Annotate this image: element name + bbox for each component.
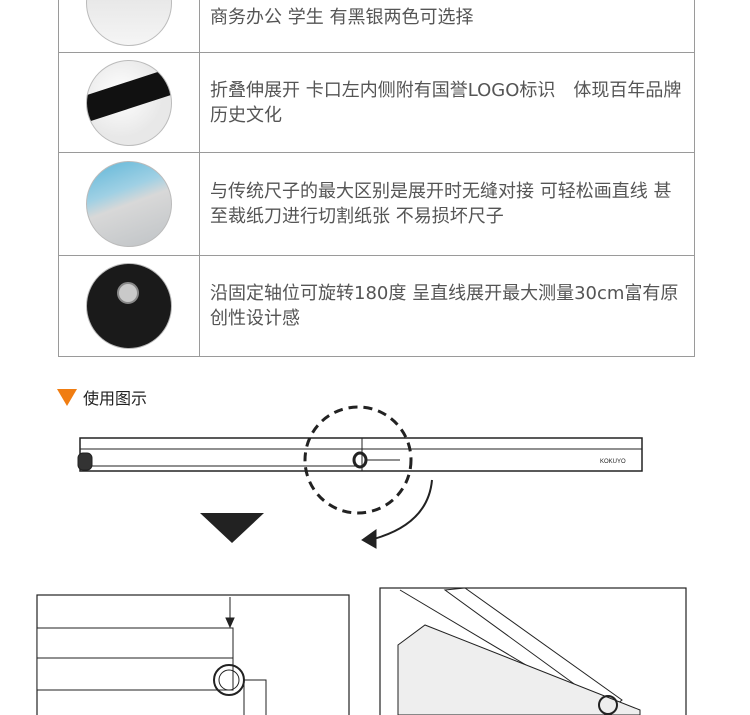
feature-row: 与传统尺子的最大区别是展开时无缝对接 可轻松画直线 甚至裁纸刀进行切割纸张 不易… — [59, 152, 694, 255]
feature-image-cell — [59, 0, 200, 52]
ruler-pivot-thumbnail — [86, 263, 172, 349]
usage-heading-label: 使用图示 — [83, 389, 148, 408]
feature-row: 折叠伸展开 卡口左内侧附有国誉LOGO标识 体现百年品牌历史文化 — [59, 52, 694, 152]
feature-text: 沿固定轴位可旋转180度 呈直线展开最大测量30cm富有原创性设计感 — [210, 283, 679, 329]
feature-row: 沿固定轴位可旋转180度 呈直线展开最大测量30cm富有原创性设计感 — [59, 255, 694, 356]
feature-text: 折叠伸展开 卡口左内侧附有国誉LOGO标识 体现百年品牌历史文化 — [210, 79, 682, 126]
feature-image-cell — [59, 153, 200, 255]
ruler-cutting-thumbnail — [86, 161, 172, 247]
detail-illustration-left — [36, 594, 350, 715]
feature-text: 商务办公 学生 有黑银两色可选择 — [210, 7, 474, 28]
triangle-icon — [57, 388, 77, 406]
feature-image-cell — [59, 53, 200, 152]
feature-image-cell — [59, 256, 200, 356]
kokuyo-logo: KOKUYO — [600, 459, 626, 465]
feature-row: 商务办公 学生 有黑银两色可选择 — [59, 0, 694, 52]
feature-text: 与传统尺子的最大区别是展开时无缝对接 可轻松画直线 甚至裁纸刀进行切割纸张 不易… — [210, 181, 672, 227]
down-arrow-icon — [200, 513, 264, 543]
feature-table: 商务办公 学生 有黑银两色可选择 折叠伸展开 卡口左内侧附有国誉LOGO标识 体… — [58, 0, 695, 357]
detail-illustration-right — [379, 587, 687, 715]
ruler-diagram — [77, 405, 643, 549]
usage-heading: 使用图示 — [57, 385, 147, 409]
ruler-black-logo-thumbnail — [86, 59, 172, 146]
